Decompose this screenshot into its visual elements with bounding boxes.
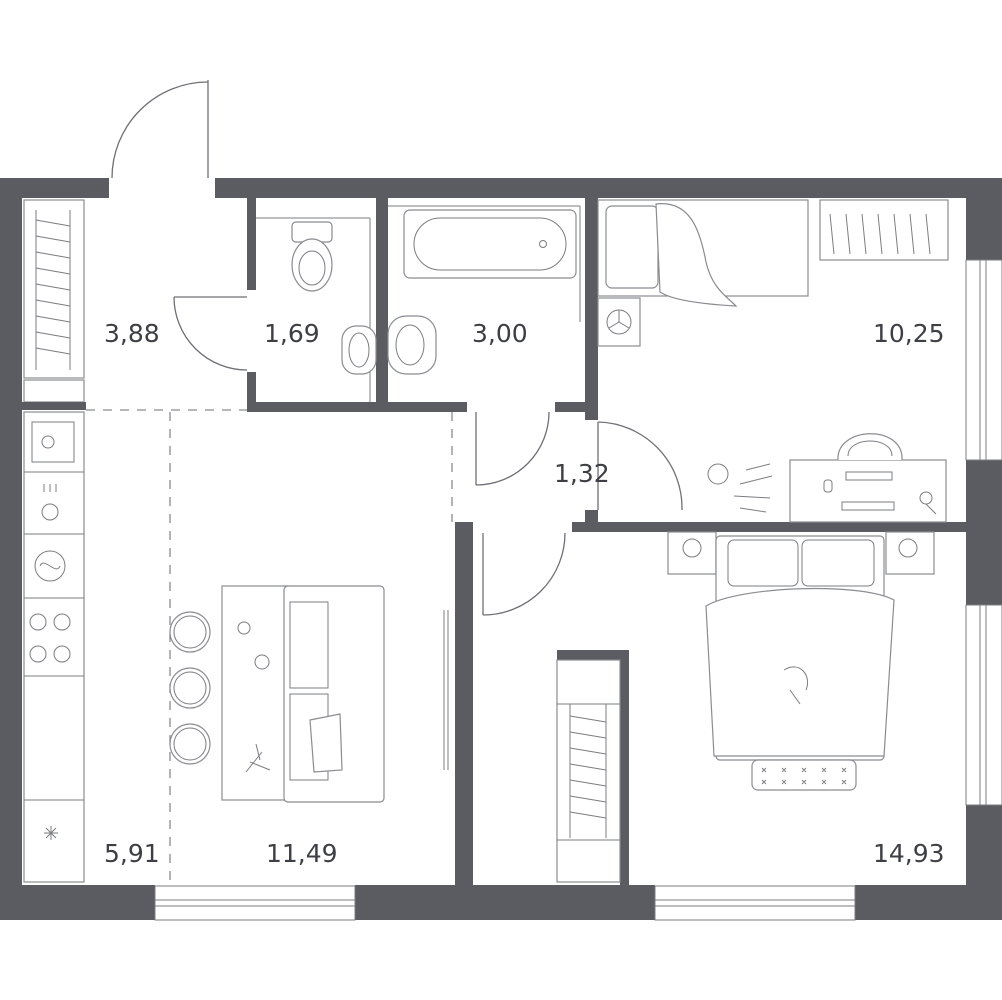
outer-walls <box>0 178 1002 920</box>
area-label-toilet: 1,69 <box>264 319 320 348</box>
small-bedroom-furniture <box>597 199 949 523</box>
area-label-living-room: 11,49 <box>266 839 338 868</box>
hallway-wardrobe <box>22 199 86 410</box>
area-label-hallway: 3,88 <box>104 319 160 348</box>
bathroom-fixtures <box>387 205 581 375</box>
door-swings <box>173 296 683 616</box>
kitchen-furniture <box>23 411 85 883</box>
area-label-kitchen: 5,91 <box>104 839 160 868</box>
area-label-corridor: 1,32 <box>554 459 610 488</box>
toilet-fixtures <box>256 217 377 402</box>
area-labels: 3,88 1,69 3,00 10,25 1,32 5,91 11,49 14,… <box>104 319 945 868</box>
living-room-furniture <box>169 585 449 803</box>
entrance-door <box>111 80 209 179</box>
interior-walls <box>247 198 966 902</box>
windows <box>154 259 1002 921</box>
large-bedroom-furniture <box>556 531 935 883</box>
area-label-bedroom-large: 14,93 <box>873 839 945 868</box>
area-label-bedroom-small: 10,25 <box>873 319 945 348</box>
area-label-bathroom: 3,00 <box>472 319 528 348</box>
zone-boundaries <box>86 409 453 885</box>
